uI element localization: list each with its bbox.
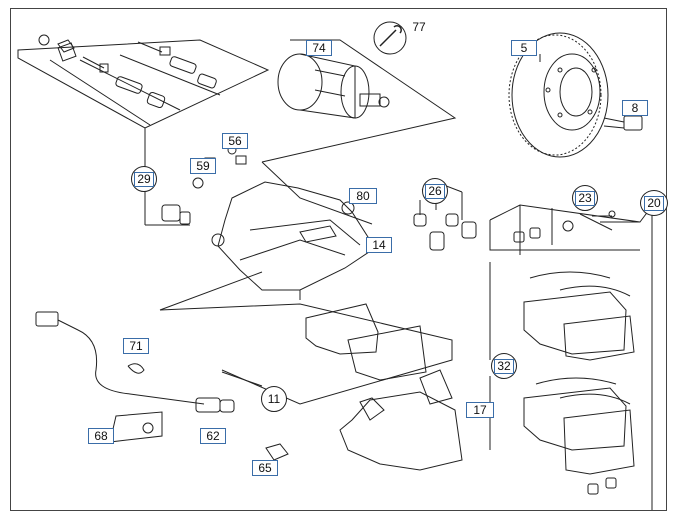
callout-77[interactable]: 77 — [412, 20, 426, 34]
callout-71[interactable]: 71 — [123, 338, 149, 354]
callout-59[interactable]: 59 — [190, 158, 216, 174]
callout-26-text: 26 — [425, 184, 445, 199]
wrench-77-circle — [373, 21, 407, 55]
callout-5[interactable]: 5 — [511, 40, 537, 56]
retaining-parts-23 — [513, 210, 616, 243]
callout-23[interactable]: 23 — [572, 185, 598, 211]
callout-29[interactable]: 29 — [131, 166, 157, 192]
group-74-outline — [261, 39, 457, 163]
brake-carrier-17 — [339, 369, 463, 471]
brake-pads-middle — [305, 303, 427, 381]
nut-80 — [341, 201, 355, 215]
callout-80[interactable]: 80 — [349, 188, 377, 204]
brake-disc-5 — [508, 32, 609, 158]
brake-pads-upper — [523, 271, 635, 361]
callout-65[interactable]: 65 — [252, 460, 278, 476]
callout-32-text: 32 — [494, 359, 514, 374]
callout-74[interactable]: 74 — [306, 40, 332, 56]
group-14-outline — [159, 161, 373, 311]
caliper-14 — [211, 181, 376, 291]
callout-32[interactable]: 32 — [491, 353, 517, 379]
group-29-outline — [17, 39, 270, 129]
pin-bushing-parts — [38, 34, 217, 109]
clip-65 — [265, 443, 289, 461]
bolt-8 — [603, 115, 643, 131]
callout-20[interactable]: 20 — [640, 190, 668, 216]
callout-68[interactable]: 68 — [88, 428, 114, 444]
brake-pads-lower — [523, 377, 635, 495]
callout-20-text: 20 — [644, 196, 664, 211]
callout-56[interactable]: 56 — [222, 133, 248, 149]
callout-14[interactable]: 14 — [366, 237, 392, 253]
callout-17[interactable]: 17 — [466, 402, 494, 418]
clip-68 — [109, 411, 163, 443]
callout-26[interactable]: 26 — [422, 178, 448, 204]
callout-29-text: 29 — [134, 172, 154, 187]
callout-8[interactable]: 8 — [622, 100, 648, 116]
callout-23-text: 23 — [575, 191, 595, 206]
diagram-frame — [10, 8, 667, 511]
callout-11[interactable]: 11 — [261, 386, 287, 412]
callout-62[interactable]: 62 — [200, 428, 226, 444]
wear-sensor-cable — [35, 311, 235, 413]
brake-chamber-74 — [277, 53, 390, 119]
